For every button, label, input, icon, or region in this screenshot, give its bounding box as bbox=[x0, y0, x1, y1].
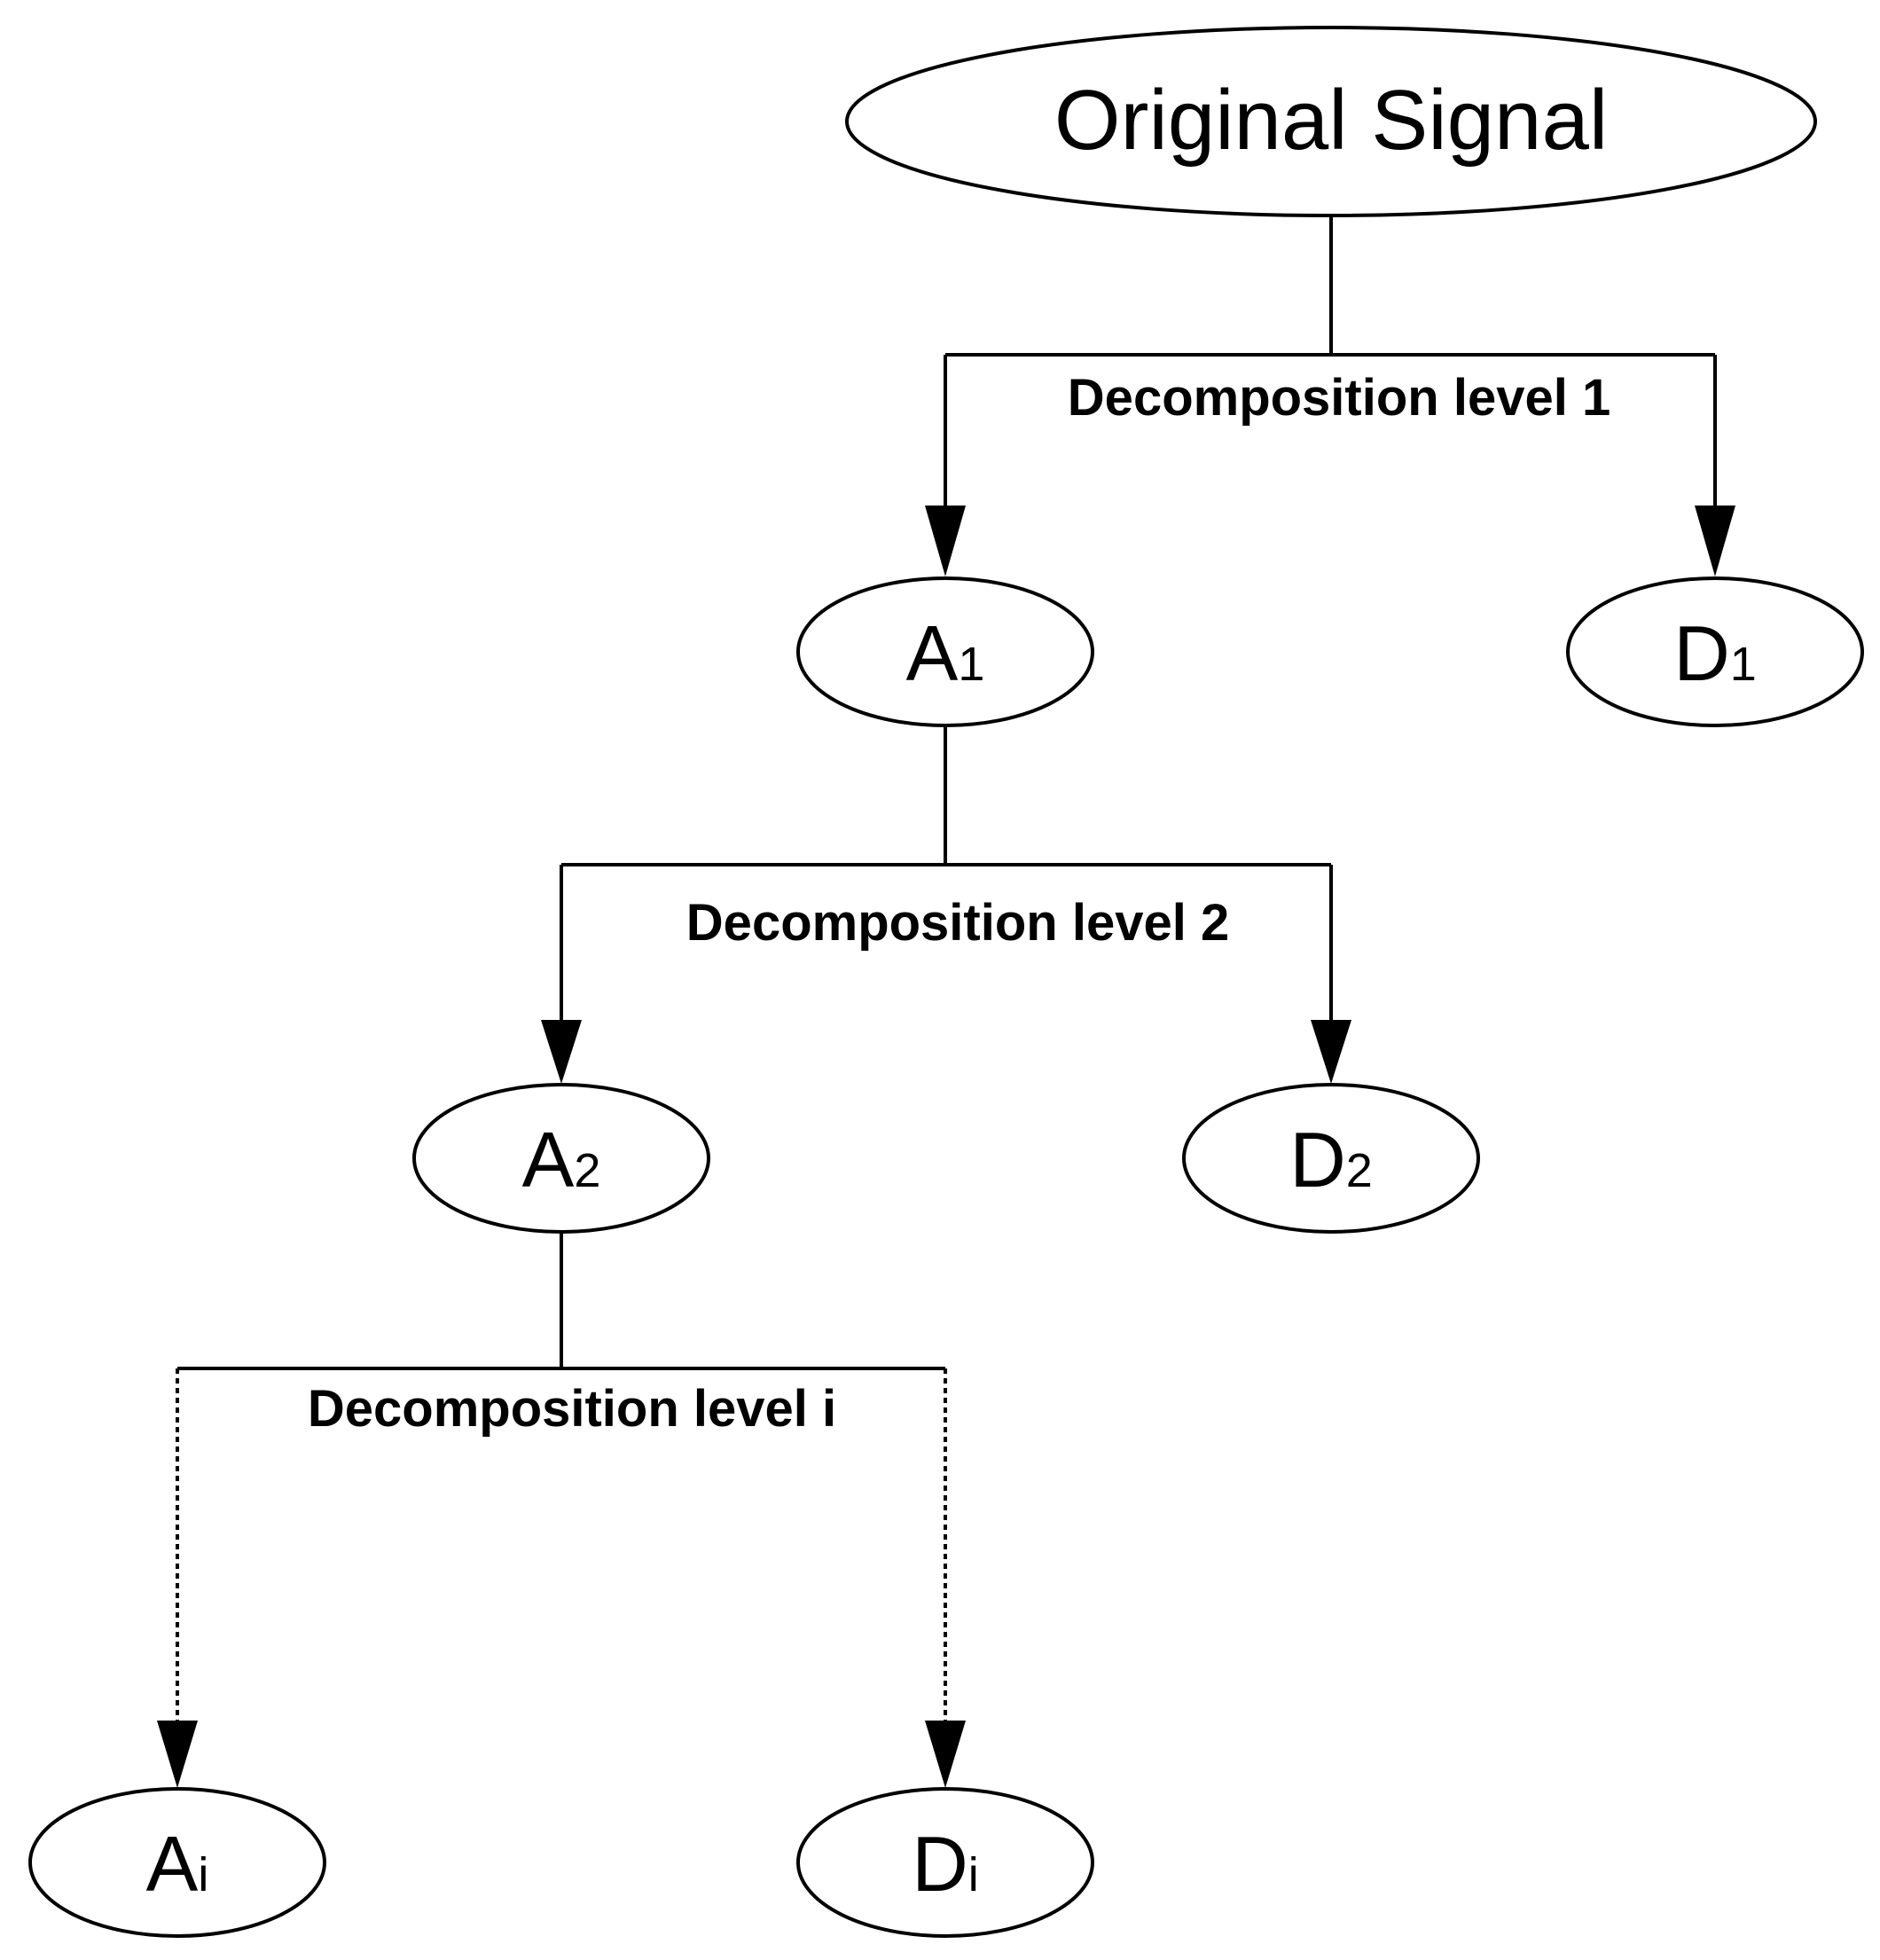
arrow-d1 bbox=[1695, 506, 1735, 576]
node-original-signal-label: Original Signal bbox=[1054, 73, 1608, 168]
node-d2: D2 bbox=[1182, 1083, 1480, 1234]
node-d1-text: D1 bbox=[1673, 609, 1757, 697]
edge-group-level-i bbox=[157, 1233, 966, 1788]
arrow-di bbox=[925, 1721, 966, 1788]
node-a1-shape bbox=[796, 576, 1094, 727]
node-di: Di bbox=[796, 1787, 1094, 1938]
node-a1-text: A1 bbox=[906, 609, 985, 697]
node-a1-letter: A bbox=[906, 609, 959, 697]
decomposition-level-1-label: Decomposition level 1 bbox=[1068, 369, 1610, 427]
node-original-signal-shape bbox=[845, 26, 1817, 217]
node-a1: A1 bbox=[796, 576, 1094, 727]
node-di-letter: D bbox=[912, 1820, 968, 1908]
node-ai: Ai bbox=[28, 1787, 326, 1938]
edge-group-level-1 bbox=[925, 216, 1735, 576]
node-di-text: Di bbox=[912, 1820, 979, 1908]
node-ai-letter: A bbox=[146, 1820, 199, 1908]
decomposition-level-2-label: Decomposition level 2 bbox=[686, 894, 1229, 952]
decomposition-level-i-label: Decomposition level i bbox=[308, 1380, 836, 1438]
node-a2-letter: A bbox=[522, 1116, 575, 1203]
arrow-a2 bbox=[541, 1020, 582, 1084]
node-a2-shape bbox=[412, 1083, 710, 1234]
node-d2-shape bbox=[1182, 1083, 1480, 1234]
node-d1-subscript: 1 bbox=[1730, 638, 1757, 691]
arrow-a1 bbox=[925, 506, 966, 576]
node-a2: A2 bbox=[412, 1083, 710, 1234]
node-d1: D1 bbox=[1566, 576, 1864, 727]
node-d2-subscript: 2 bbox=[1346, 1144, 1373, 1197]
node-d1-shape bbox=[1566, 576, 1864, 727]
node-ai-text: Ai bbox=[146, 1820, 209, 1908]
node-a1-subscript: 1 bbox=[958, 638, 984, 691]
node-ai-subscript: i bbox=[198, 1848, 208, 1901]
edge-group-level-2 bbox=[541, 725, 1351, 1084]
node-di-shape bbox=[796, 1787, 1094, 1938]
node-d2-text: D2 bbox=[1289, 1116, 1373, 1203]
node-a2-text: A2 bbox=[522, 1116, 601, 1203]
node-di-subscript: i bbox=[968, 1848, 979, 1901]
arrow-d2 bbox=[1311, 1020, 1351, 1084]
node-d2-letter: D bbox=[1289, 1116, 1346, 1203]
node-ai-shape bbox=[28, 1787, 326, 1938]
node-a2-subscript: 2 bbox=[574, 1144, 600, 1197]
arrow-ai bbox=[157, 1721, 198, 1788]
node-original-signal: Original Signal bbox=[845, 26, 1817, 217]
node-d1-letter: D bbox=[1673, 609, 1730, 697]
